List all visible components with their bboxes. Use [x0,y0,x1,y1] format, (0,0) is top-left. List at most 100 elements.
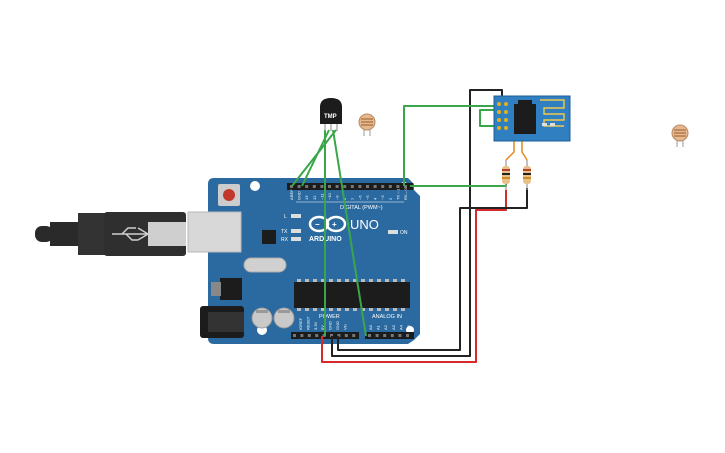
digital-pin-label: ~5 [365,195,370,200]
analog-pin[interactable] [375,334,379,337]
photoresistor-1[interactable] [358,113,376,136]
usb-cable[interactable] [35,212,186,256]
power-pin-label: GND [335,321,340,330]
esp-pin[interactable] [497,118,501,122]
analog-pin-label: A1 [376,324,381,330]
analog-pin[interactable] [406,334,409,337]
svg-text:+: + [332,220,337,229]
digital-header[interactable] [287,183,413,190]
digital-pin[interactable] [404,185,407,188]
digital-pin-label: 7 [350,197,355,200]
mount-hole [250,181,260,191]
wire-green-module[interactable] [479,109,500,127]
digital-pin-label: AREF [289,189,294,200]
esp-pin[interactable] [504,118,508,122]
led-on [388,230,398,234]
esp-pin[interactable] [504,110,508,114]
esp-pin[interactable] [504,102,508,106]
led-l-label: L [284,214,287,220]
arduino-logo-icon: − + [308,215,347,233]
analog-header-label: ANALOG IN [372,314,402,320]
digital-pin[interactable] [305,185,309,188]
led-l [291,214,301,218]
digital-pin[interactable] [297,185,301,188]
power-pin[interactable] [352,334,356,337]
digital-pin-label: ~9 [335,195,340,200]
wire-green-sensor-a0[interactable] [332,129,367,337]
analog-pin-label: A0 [368,324,373,330]
analog-pin[interactable] [390,334,394,337]
power-pin[interactable] [337,334,341,337]
photoresistor-2[interactable] [671,124,689,147]
analog-pin[interactable] [383,334,387,337]
digital-pin-label: RX←0 [403,187,408,200]
led-tx [291,229,301,233]
esp-pin[interactable] [497,110,501,114]
analog-header[interactable] [365,332,414,339]
wire-green-rx[interactable] [403,105,500,186]
reset-button-cap[interactable] [223,189,235,201]
digital-pin[interactable] [343,185,347,188]
digital-pin-label: TX→1 [395,188,400,200]
digital-pin[interactable] [366,185,369,188]
power-pin[interactable] [307,334,311,337]
resistor-1[interactable] [502,160,510,190]
esp-chip [514,104,536,134]
power-pin[interactable] [344,334,348,337]
esp-pins [497,102,508,130]
wire-red-5v[interactable] [321,190,507,363]
digital-pin[interactable] [358,185,362,188]
power-pin-label: RESET [305,316,310,330]
wire-orange-2[interactable] [521,140,528,161]
power-pin-label: 3.3V [313,321,318,330]
analog-pin[interactable] [368,334,371,337]
analog-pin-label: A4 [398,324,403,330]
digital-pin[interactable] [335,185,339,188]
power-pin[interactable] [293,334,296,337]
led-rx [291,237,301,241]
atmega-chip [294,282,410,308]
led-on-label: ON [400,230,408,236]
digital-pin-label: ~11 [319,193,324,200]
resistor-2[interactable] [523,160,531,190]
wire-orange-1[interactable] [505,140,515,161]
digital-pin-label: ~3 [380,195,385,200]
wire-black-gnd-2[interactable] [337,188,528,351]
digital-pin[interactable] [290,185,293,188]
esp-pin[interactable] [497,102,501,106]
digital-pin[interactable] [328,185,331,188]
power-pin[interactable] [315,334,319,337]
power-pin[interactable] [330,334,333,337]
analog-pin-label: A5 [406,324,411,330]
digital-pin[interactable] [396,185,400,188]
wire-green-tx[interactable] [410,174,507,187]
wire-black-gnd-1[interactable] [331,89,503,357]
analog-pin-label: A3 [391,324,396,330]
voltage-regulator [220,278,242,300]
temperature-sensor[interactable]: TMP [320,98,342,131]
led-rx-label: RX [281,237,289,243]
usb-port[interactable] [187,211,242,253]
digital-pin[interactable] [373,185,377,188]
digital-pin[interactable] [388,185,392,188]
digital-pin[interactable] [320,185,324,188]
power-pin-label: 5V [320,325,325,330]
power-pin[interactable] [300,334,304,337]
analog-pin-label: A2 [383,324,388,330]
analog-pin[interactable] [398,334,402,337]
power-pin-label: Vin [342,324,347,330]
digital-pin-label: GND [297,191,302,200]
crystal-oscillator [243,257,287,273]
esp8266-module[interactable] [493,95,571,142]
esp-pin[interactable] [504,126,508,130]
digital-pin[interactable] [312,185,316,188]
digital-pin-label: 4 [373,197,378,200]
digital-pin[interactable] [350,185,354,188]
digital-pin[interactable] [381,185,385,188]
digital-pin-label: 13 [304,195,309,200]
power-header-label: POWER [319,314,340,320]
esp-pin[interactable] [497,126,501,130]
wire-green-sensor-gnd[interactable] [291,129,337,187]
